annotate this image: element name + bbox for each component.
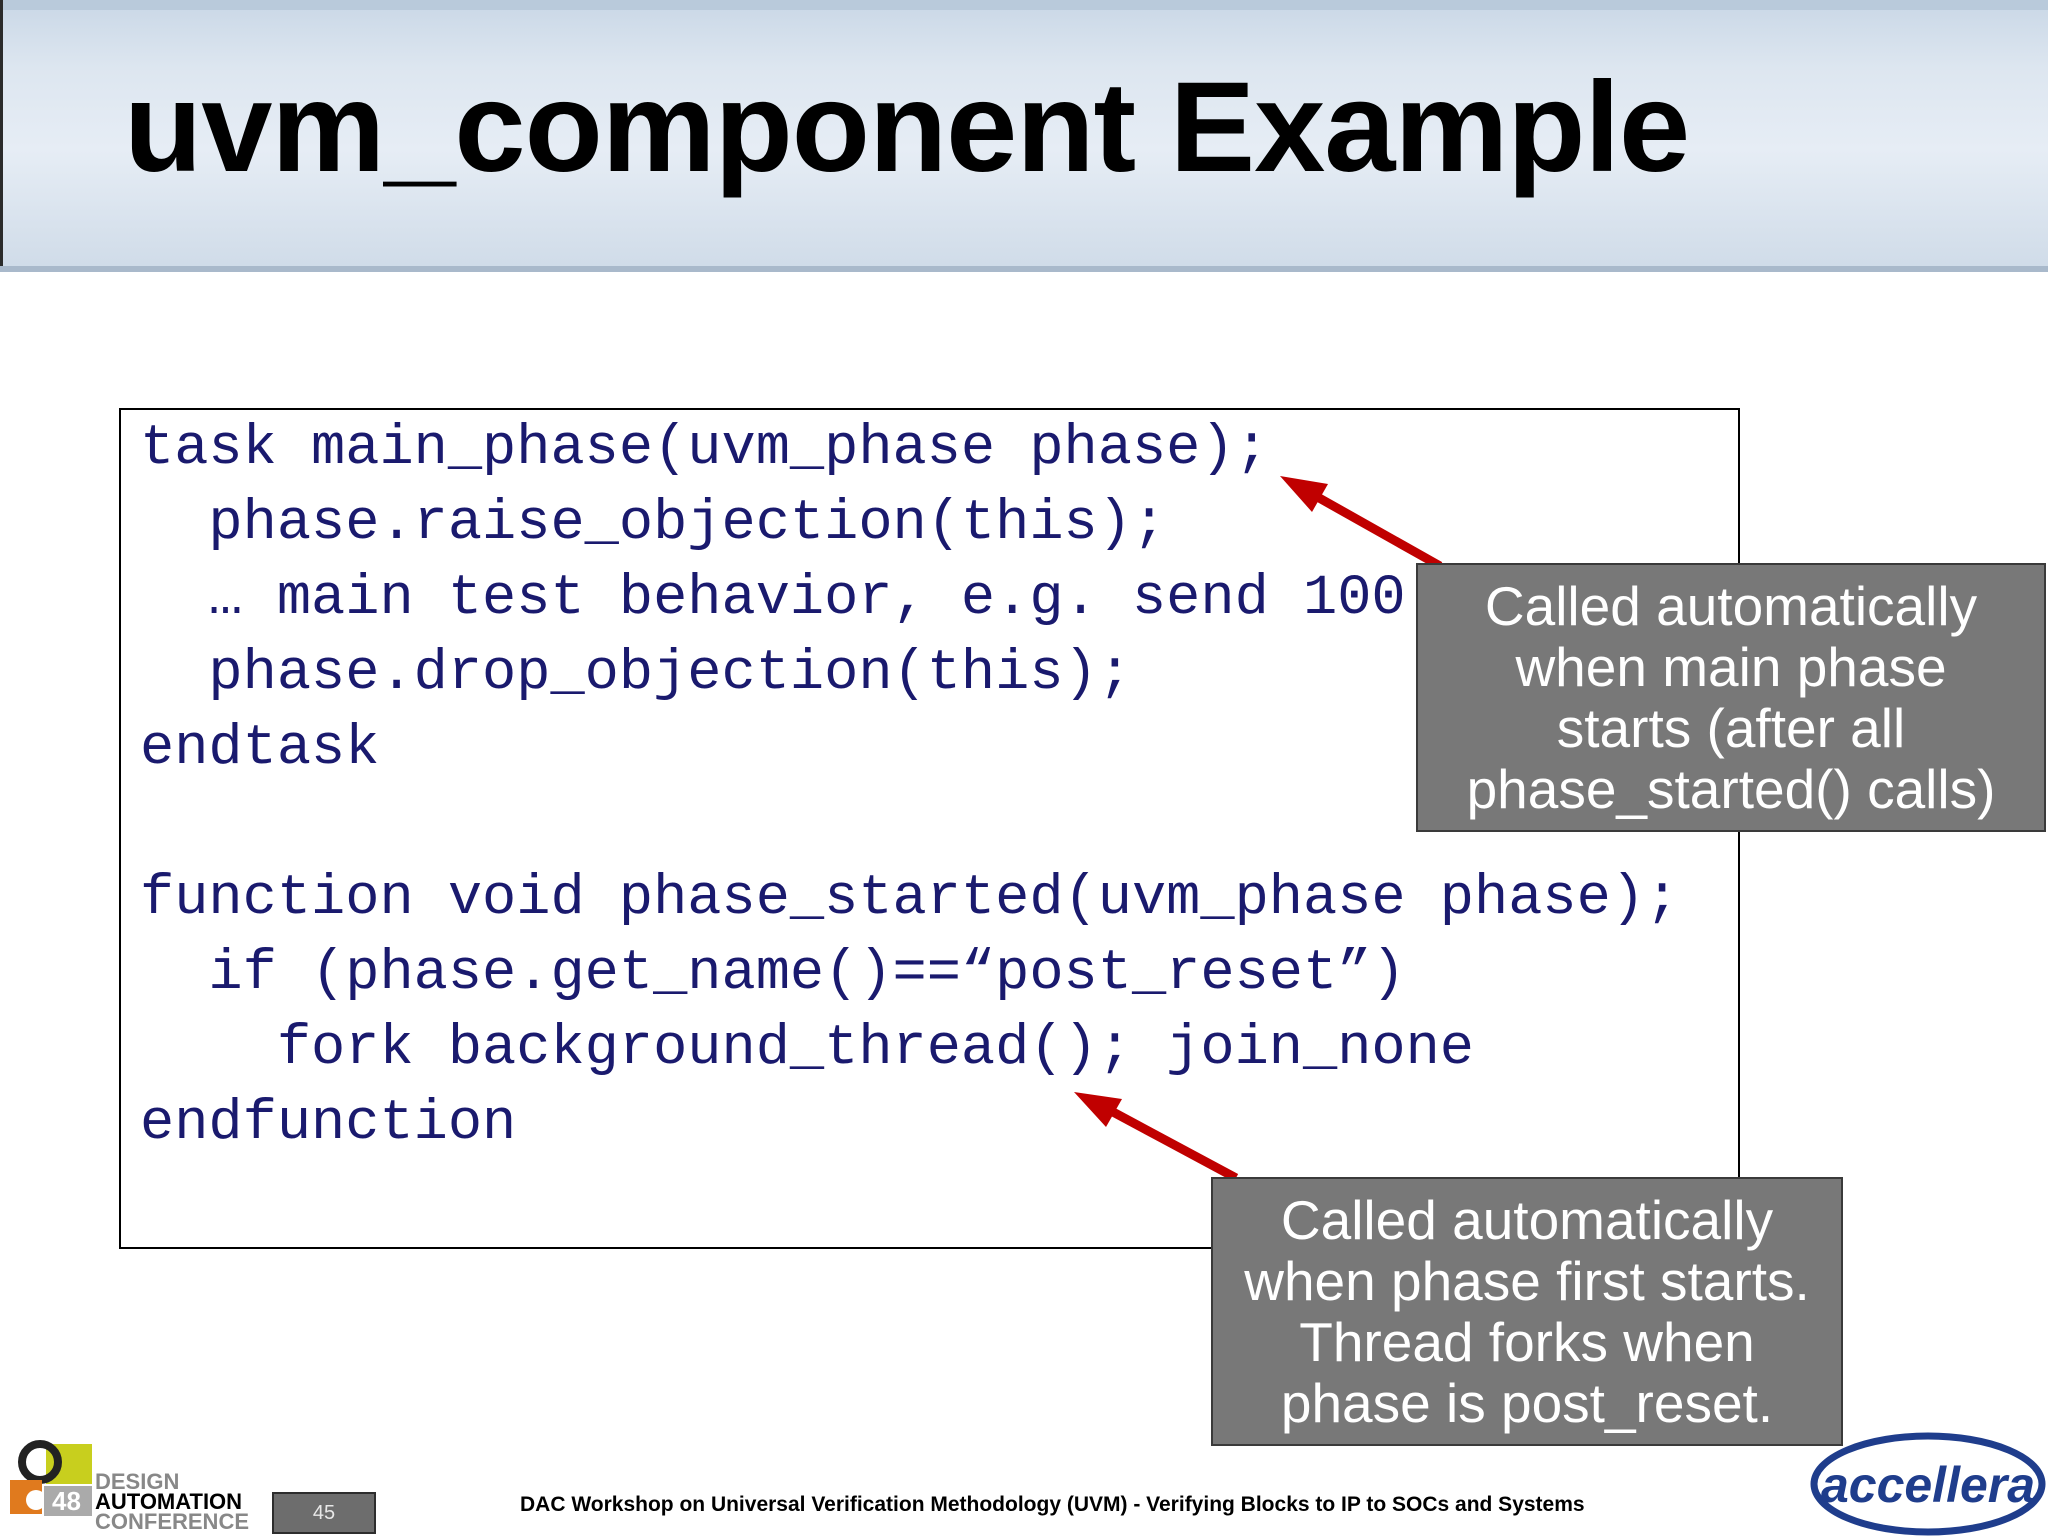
callout-main-phase: Called automatically when main phase sta… [1416, 563, 2046, 832]
callout-2-line-1: Called automatically [1280, 1188, 1774, 1251]
code-line-8: if (phase.get_name()==“post_reset”) [140, 942, 1406, 1006]
code-line-7: function void phase_started(uvm_phase ph… [140, 867, 1680, 931]
header-left-rule [0, 0, 3, 272]
callout-2-line-4: phase is post_reset. [1280, 1371, 1774, 1434]
dac-logo-design: DESIGN [95, 1469, 180, 1494]
slide-title: uvm_component Example [124, 56, 1690, 199]
code-line-2: phase.raise_objection(this); [140, 492, 1167, 556]
code-line-9: fork background_thread(); join_none [140, 1017, 1475, 1081]
code-line-10: endfunction [140, 1092, 517, 1156]
code-line-5: endtask [140, 717, 380, 781]
callout-1-line-2: when main phase [1515, 635, 1947, 698]
slide-header: uvm_component Example [0, 0, 2048, 272]
accellera-logo-icon: accellera [1810, 1432, 2046, 1536]
page-number: 45 [272, 1492, 376, 1534]
callout-1-line-3: starts (after all [1556, 696, 1906, 759]
footer-text: DAC Workshop on Universal Verification M… [520, 1493, 1585, 1516]
code-line-4: phase.drop_objection(this); [140, 642, 1132, 706]
callout-2-line-2: when phase first starts. [1244, 1249, 1810, 1312]
code-line-1: task main_phase(uvm_phase phase); [140, 417, 1269, 481]
callout-2-line-3: Thread forks when [1299, 1310, 1755, 1373]
dac-logo-conference: CONFERENCE [95, 1509, 250, 1534]
accellera-logo-text: accellera [1821, 1457, 2035, 1513]
dac-logo-automation: AUTOMATION [95, 1489, 243, 1514]
dac-logo-icon: 48 [10, 1440, 92, 1516]
callout-1-line-1: Called automatically [1484, 574, 1978, 637]
callout-phase-started: Called automatically when phase first st… [1211, 1177, 1843, 1446]
code-line-3: … main test behavior, e.g. send 100 [140, 567, 1406, 631]
callout-1-line-4: phase_started() calls) [1466, 757, 1996, 820]
dac-logo-number: 48 [52, 1486, 81, 1516]
